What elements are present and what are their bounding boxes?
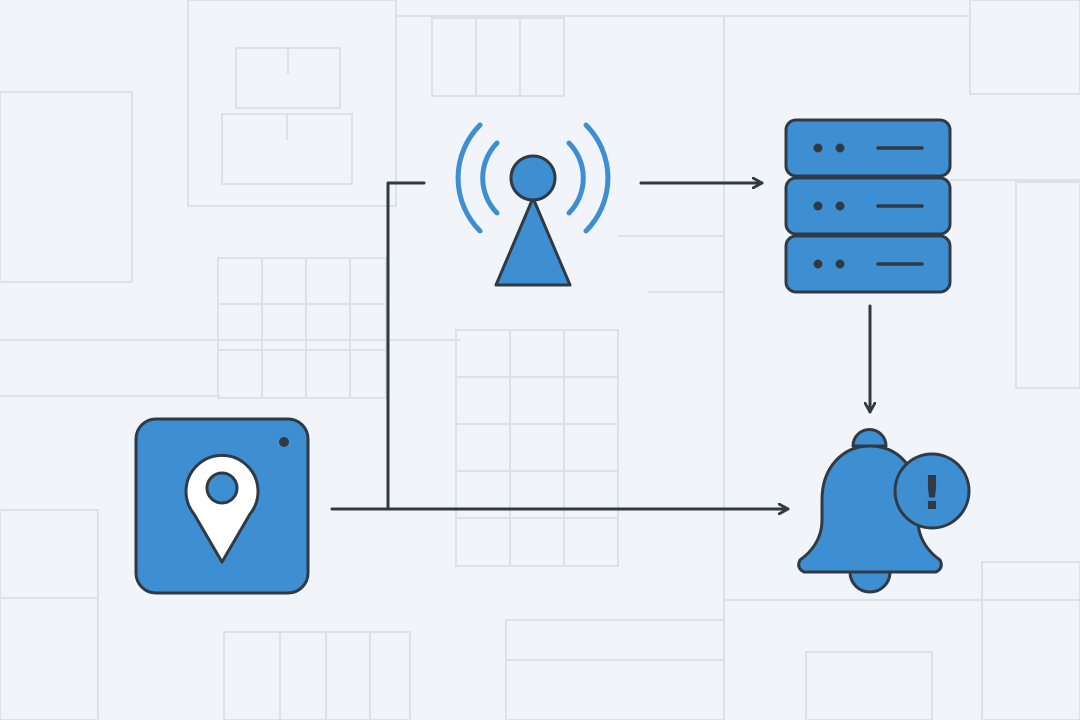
location-tracker-node xyxy=(134,417,310,595)
server-node xyxy=(784,118,952,294)
server-stack-icon xyxy=(784,118,952,294)
alert-node: ! xyxy=(797,428,971,594)
bell-clapper xyxy=(848,570,892,594)
map-pin-icon xyxy=(184,453,260,564)
cell-tower-node xyxy=(455,122,611,287)
alert-badge-mark: ! xyxy=(922,466,943,520)
tracker-status-dot xyxy=(279,437,289,447)
connectors xyxy=(330,181,870,511)
server-unit xyxy=(784,118,952,178)
map-pin-hole xyxy=(205,471,239,505)
signal-waves xyxy=(455,122,611,234)
radio-tower-icon xyxy=(455,122,611,287)
server-unit xyxy=(784,234,952,294)
edge-tracker-to-tower xyxy=(386,181,426,511)
server-unit xyxy=(784,176,952,236)
alert-badge: ! xyxy=(893,452,971,530)
bell-alert-icon: ! xyxy=(797,428,971,594)
